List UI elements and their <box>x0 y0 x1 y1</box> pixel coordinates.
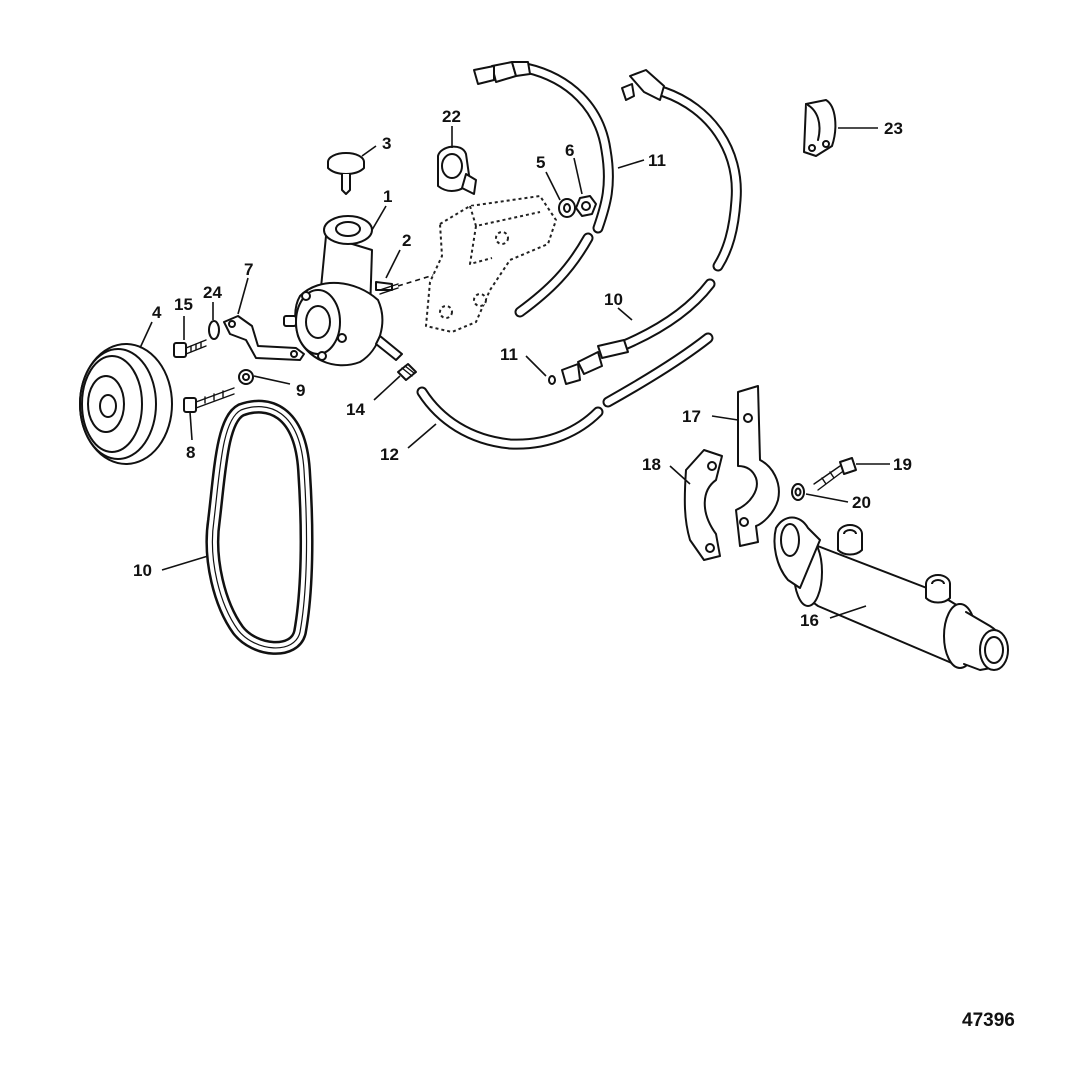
clamp-18 <box>683 449 723 561</box>
figure-number: 47396 <box>962 1010 1015 1031</box>
clip-23 <box>803 99 837 157</box>
callout-11-oring: 11 <box>500 345 518 364</box>
leader-lines <box>139 126 890 619</box>
clamp-22 <box>437 145 477 195</box>
washer-20 <box>791 483 805 501</box>
power-steering-pump <box>283 215 403 367</box>
bolt-8 <box>183 387 235 413</box>
callout-2: 2 <box>402 231 411 250</box>
callout-10-hose: 10 <box>604 290 623 309</box>
bracket-7 <box>223 315 305 361</box>
callout-17: 17 <box>682 407 701 426</box>
pressure-hose-upper <box>473 61 614 318</box>
callout-22: 22 <box>442 107 461 126</box>
bolt-15 <box>173 339 207 358</box>
callout-24: 24 <box>203 283 222 302</box>
callout-12: 12 <box>380 445 399 464</box>
oil-cooler-16 <box>773 516 1009 671</box>
callout-15: 15 <box>174 295 193 314</box>
stud-2 <box>379 245 529 295</box>
drive-belt <box>205 399 314 655</box>
washer-5 <box>558 198 576 218</box>
callout-1: 1 <box>383 187 392 206</box>
washer-9 <box>238 369 254 385</box>
callout-11-hose: 11 <box>648 151 666 170</box>
callout-4: 4 <box>152 303 162 322</box>
callout-14: 14 <box>346 400 365 419</box>
callout-16: 16 <box>800 611 819 630</box>
clamp-17 <box>735 385 780 547</box>
mounting-bracket <box>425 195 557 333</box>
lower-hose-12 <box>416 332 714 450</box>
callout-19: 19 <box>893 455 912 474</box>
callout-6: 6 <box>565 141 574 160</box>
callout-9: 9 <box>296 381 305 400</box>
callout-7: 7 <box>244 260 253 279</box>
screw-19 <box>813 457 857 491</box>
callout-23: 23 <box>884 119 903 138</box>
fitting-14 <box>397 363 417 381</box>
callout-8: 8 <box>186 443 195 462</box>
callout-18: 18 <box>642 455 661 474</box>
washer-24 <box>208 320 220 340</box>
return-hose-upper <box>561 69 742 385</box>
pulley <box>79 343 173 465</box>
callout-20: 20 <box>852 493 871 512</box>
nut-6 <box>575 195 597 217</box>
callout-5: 5 <box>536 153 545 172</box>
callout-3: 3 <box>382 134 391 153</box>
o-ring-11 <box>548 375 556 385</box>
callout-10-belt: 10 <box>133 561 152 580</box>
dipstick-cap-3 <box>327 152 365 195</box>
callout-labels: 1 2 3 4 5 6 7 8 9 10 10 11 11 12 14 15 1… <box>133 107 912 630</box>
